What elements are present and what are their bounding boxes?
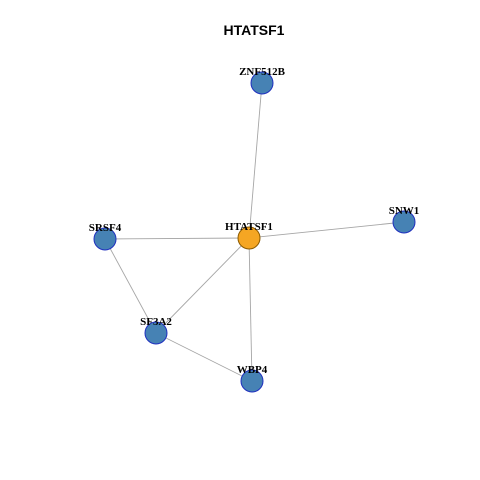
edge-srsf4-sf3a2	[104, 238, 157, 334]
node-wbp4[interactable]	[240, 369, 264, 393]
node-htatsf1[interactable]	[237, 226, 261, 250]
edge-htatsf1-srsf4	[104, 237, 250, 240]
node-label-znf512b: ZNF512B	[239, 66, 286, 78]
node-label-sf3a2: SF3A2	[140, 316, 172, 328]
edges-layer	[104, 82, 405, 382]
edge-htatsf1-wbp4	[248, 237, 253, 382]
node-sf3a2[interactable]	[144, 321, 168, 345]
nodes-layer	[93, 71, 416, 393]
node-srsf4[interactable]	[93, 227, 117, 251]
node-label-srsf4: SRSF4	[89, 222, 122, 234]
edge-htatsf1-znf512b	[248, 82, 263, 239]
node-znf512b[interactable]	[250, 71, 274, 95]
diagram-title: HTATSF1	[224, 22, 285, 38]
edge-htatsf1-snw1	[248, 221, 405, 239]
edge-sf3a2-wbp4	[155, 332, 253, 382]
node-snw1[interactable]	[392, 210, 416, 234]
edge-htatsf1-sf3a2	[155, 237, 250, 334]
node-label-htatsf1: HTATSF1	[225, 221, 273, 233]
node-label-wbp4: WBP4	[237, 364, 268, 376]
node-label-snw1: SNW1	[389, 205, 420, 217]
